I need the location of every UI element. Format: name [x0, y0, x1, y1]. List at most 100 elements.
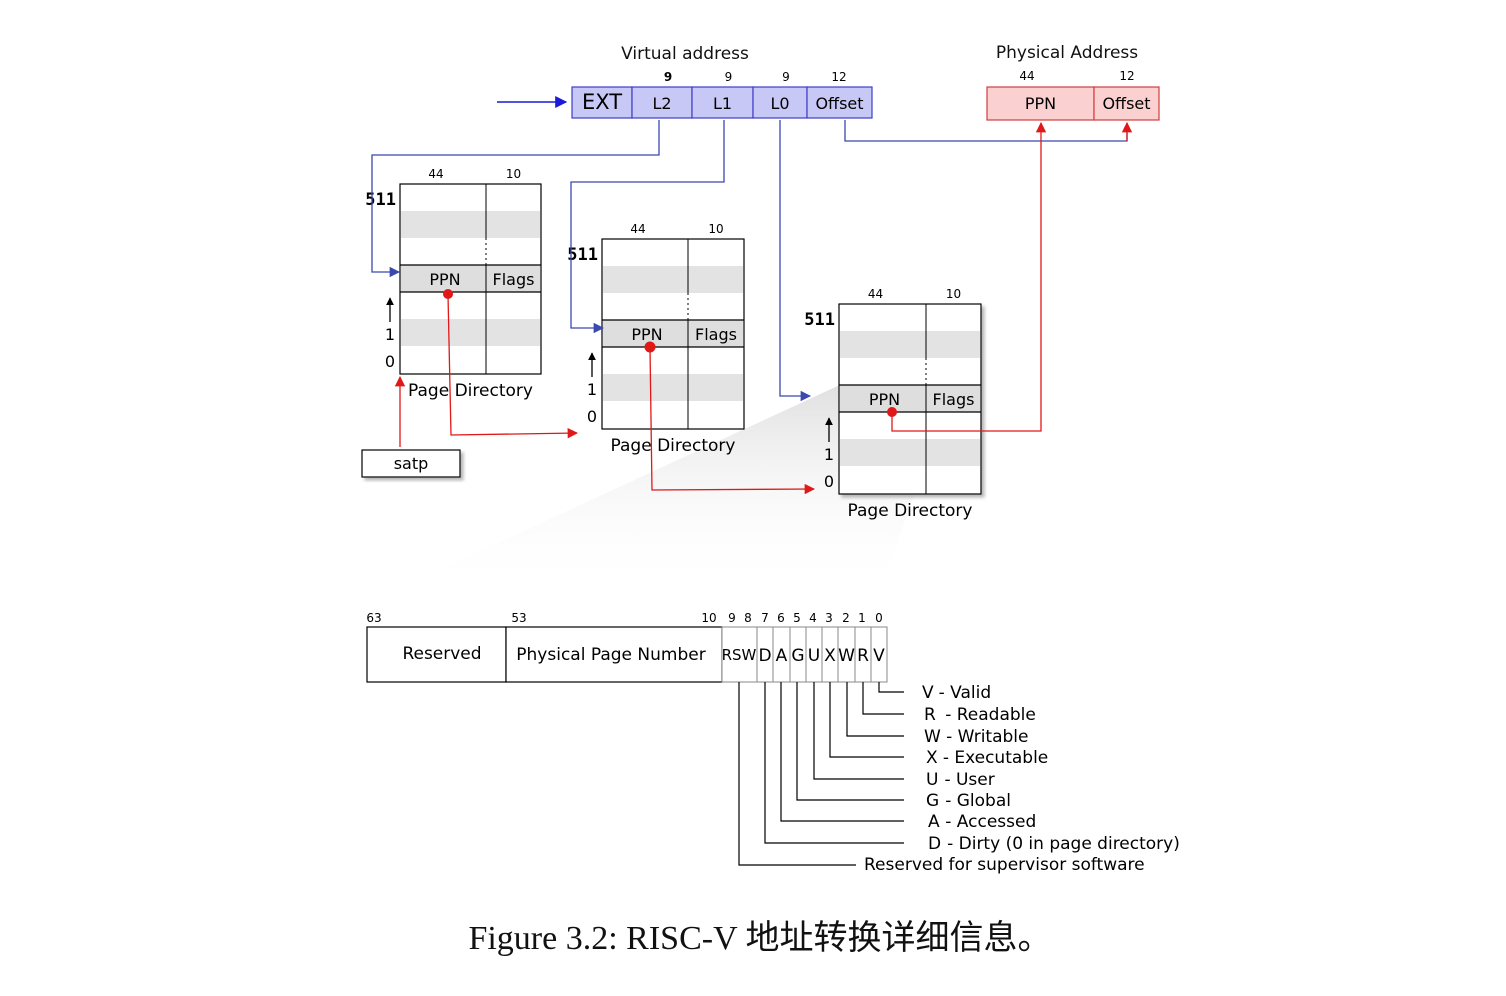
- pd3-ppn-dot: [887, 407, 897, 417]
- va-field-bits: 9: [664, 70, 672, 84]
- va-field-l2: [631, 86, 693, 119]
- pte-rsw-field: [721, 626, 758, 683]
- offset-arrow: [844, 120, 1128, 142]
- pd-stripe: [401, 319, 540, 346]
- pd-index-1: 1: [824, 445, 834, 464]
- pte-flag-letter: X: [824, 646, 836, 666]
- pte-bit-position: 0: [875, 611, 883, 625]
- pd-stripe: [401, 211, 540, 238]
- pte-flag-letter: D: [758, 646, 771, 666]
- pte-bit-position: 1: [858, 611, 866, 625]
- red-arrows: [394, 121, 1047, 495]
- pte-bit-position: 63: [366, 611, 381, 625]
- pte-legend-u: U- User: [926, 770, 995, 790]
- pd3-ppn-arrow: [891, 121, 1047, 432]
- pd-flags-bits: 10: [946, 287, 961, 301]
- pd-caption: Page Directory: [408, 381, 533, 401]
- pte-bit-position: 10: [701, 611, 716, 625]
- va-field-label: EXT: [582, 90, 622, 114]
- pa-field-bits: 12: [1119, 69, 1134, 83]
- pte-bit-position: 2: [842, 611, 850, 625]
- va-field-ext: [571, 86, 633, 119]
- pte-bit-position: 9: [728, 611, 736, 625]
- va-field-bits: 9: [725, 70, 733, 84]
- ppn-dots: [443, 289, 897, 417]
- pd-index-0: 0: [587, 407, 597, 426]
- pd-index-1: 1: [587, 380, 597, 399]
- pte-legend-leader: [829, 682, 904, 758]
- physical-address-title: Physical Address: [996, 43, 1138, 63]
- pd-ppn-label: PPN: [429, 270, 460, 289]
- virtual-address-title: Virtual address: [621, 44, 749, 64]
- pte-legend-x: X- Executable: [926, 748, 1048, 768]
- pa-field-label: PPN: [1025, 94, 1056, 113]
- pd-index-511: 511: [804, 310, 835, 330]
- pd-flags-bits: 10: [708, 222, 723, 236]
- pa-field-offset: [1093, 86, 1160, 121]
- pd-caption: Page Directory: [611, 436, 736, 456]
- pd-ppn-row: [840, 385, 980, 412]
- pte-flag-letter: R: [857, 646, 869, 666]
- pd-caption: Page Directory: [848, 501, 973, 521]
- pd-ppn-bits: 44: [428, 167, 443, 181]
- pte-legend-g: G- Global: [926, 791, 1011, 811]
- pte-bit-position: 8: [744, 611, 752, 625]
- pte-legend-a: A- Accessed: [928, 812, 1036, 832]
- pte-flag-letter: U: [808, 646, 820, 666]
- pd-ppn-bits: 44: [868, 287, 883, 301]
- pd1-ppn-arrow: [447, 294, 579, 439]
- pte-flag-letter: V: [873, 646, 885, 666]
- pd-stripe: [603, 374, 743, 401]
- pd-stripe: [603, 266, 743, 293]
- pa-field-bits: 44: [1019, 69, 1034, 83]
- va-field-label: L0: [770, 94, 789, 113]
- va-field-label: Offset: [815, 94, 863, 113]
- pte-legend-w: W- Writable: [924, 727, 1028, 747]
- pte-flag-letter: A: [776, 646, 788, 666]
- pd-index-511: 511: [365, 190, 396, 210]
- l2-index-arrow: [371, 120, 660, 278]
- figure-caption: Figure 3.2: RISC-V 地址转换详细信息。: [468, 919, 1051, 957]
- pte-legend-leader: [764, 682, 904, 844]
- pte-flag-letter: W: [838, 646, 855, 666]
- pa-field-ppn: [986, 86, 1095, 121]
- va-field-l0: [752, 86, 808, 119]
- pa-field-label: Offset: [1102, 94, 1150, 113]
- pd-index-511: 511: [567, 245, 598, 265]
- pte-legend-leader: [796, 682, 904, 801]
- pte-legend-leader: [813, 682, 904, 780]
- pte-legend-r: R - Readable: [924, 705, 1036, 725]
- va-field-offset: [806, 86, 873, 119]
- pd-ppn-label: PPN: [631, 325, 662, 344]
- l0-index-arrow: [779, 120, 812, 402]
- pd-flags-label: Flags: [493, 270, 535, 289]
- pte-legend-leader: [780, 682, 904, 822]
- pte-bit-position: 3: [825, 611, 833, 625]
- pte-reserved-label: Reserved: [402, 644, 481, 664]
- pd-flags-label: Flags: [695, 325, 737, 344]
- pd1-ppn-dot: [443, 289, 453, 299]
- pte-legend-leader: [846, 682, 904, 737]
- pte-rsw-legend: Reserved for supervisor software: [864, 855, 1145, 875]
- va-field-bits: 9: [782, 70, 790, 84]
- pte-legend-d: D- Dirty (0 in page directory): [928, 834, 1180, 854]
- va-field-label: L1: [713, 94, 732, 113]
- va-field-label: L2: [652, 94, 671, 113]
- pte-bit-position: 4: [809, 611, 817, 625]
- pd2-ppn-arrow: [649, 347, 816, 495]
- pte-bit-position: 7: [761, 611, 769, 625]
- va-field-bits: 12: [831, 70, 846, 84]
- pte-reserved-field: [366, 626, 507, 683]
- pte-legend-v: V- Valid: [922, 683, 991, 703]
- pte-flag-letter: G: [791, 646, 804, 666]
- pd-ppn-row: [401, 265, 540, 292]
- pte-legend-leader: [878, 682, 904, 693]
- pd-index-0: 0: [824, 472, 834, 491]
- pd-ppn-label: PPN: [869, 390, 900, 409]
